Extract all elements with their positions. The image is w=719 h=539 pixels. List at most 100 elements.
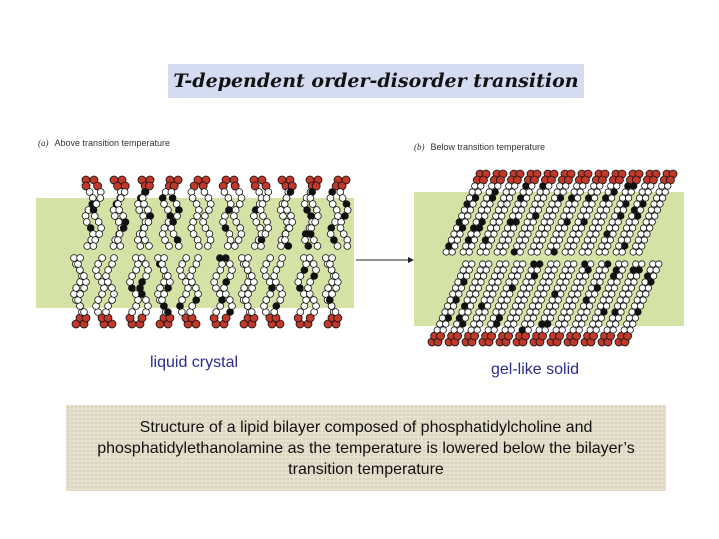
atom-mark (485, 242, 493, 250)
atom-mark (634, 308, 642, 316)
atom-mark (521, 236, 530, 244)
atom-mark (598, 260, 606, 268)
atom-mark (341, 175, 351, 185)
atom-mark (244, 254, 252, 262)
atom-mark (533, 266, 541, 274)
atom-mark (489, 218, 497, 226)
atom-mark (549, 236, 557, 244)
atom-mark (519, 260, 527, 268)
atom-mark (497, 296, 505, 304)
atom-mark (491, 272, 499, 280)
atom-mark (164, 308, 172, 316)
atom-mark (640, 224, 648, 232)
atom-mark (499, 248, 507, 256)
atom-mark (94, 260, 102, 268)
atom-mark (625, 194, 633, 202)
atom-mark (497, 272, 505, 280)
panel-b-label: (b)Below transition temperature (414, 142, 545, 152)
atom-mark (587, 260, 595, 268)
atom-mark (526, 308, 534, 316)
atom-mark (252, 218, 261, 226)
atom-mark (527, 320, 535, 328)
atom-mark (549, 308, 557, 316)
atom-mark (262, 260, 271, 268)
atom-mark (610, 272, 618, 280)
atom-mark (500, 194, 508, 202)
atom-mark (516, 266, 524, 274)
atom-mark (545, 278, 553, 286)
atom-mark (466, 290, 474, 298)
atom-mark (240, 284, 248, 292)
atom-mark (284, 242, 293, 250)
atom-mark (550, 266, 558, 274)
atom-mark (595, 266, 603, 274)
atom-mark (332, 206, 341, 214)
atom-mark (570, 188, 578, 196)
atom-mark (487, 320, 495, 328)
atom-mark (655, 188, 663, 196)
bilayer-ordered (427, 169, 678, 347)
atom-mark (225, 206, 233, 214)
atom-mark (593, 272, 601, 280)
atom-mark (483, 290, 491, 298)
atom-mark (164, 272, 172, 280)
atom-mark (529, 314, 538, 322)
atom-mark (646, 266, 654, 274)
atom-mark (188, 302, 197, 310)
atom-mark (574, 194, 582, 202)
atom-mark (504, 236, 513, 244)
atom-mark (447, 308, 455, 316)
atom-mark (234, 236, 243, 244)
atom-mark (561, 224, 569, 232)
atom-mark (247, 272, 256, 280)
atom-mark (161, 236, 169, 244)
atom-mark (142, 296, 150, 304)
atom-mark (438, 314, 446, 322)
atom-mark (597, 218, 605, 226)
atom-mark (481, 236, 490, 244)
atom-mark (457, 284, 466, 292)
atom-mark (471, 182, 479, 190)
atom-mark (439, 326, 447, 334)
atom-mark (104, 302, 112, 310)
atom-mark (191, 319, 201, 329)
atom-mark (485, 260, 493, 268)
atom-mark (542, 188, 550, 196)
atom-mark (104, 266, 112, 274)
atom-mark (485, 188, 493, 196)
atom-mark (533, 248, 541, 256)
atom-mark (456, 230, 464, 238)
atom-mark (608, 194, 616, 202)
atom-mark (580, 302, 588, 310)
atom-mark (519, 242, 527, 250)
atom-mark (313, 242, 322, 250)
atom-mark (473, 230, 481, 238)
atom-mark (501, 302, 509, 310)
atom-mark (173, 212, 181, 220)
atom-mark (619, 290, 627, 298)
atom-mark (321, 254, 330, 262)
atom-mark (495, 218, 503, 226)
atom-mark (630, 182, 638, 190)
atom-mark (504, 320, 512, 328)
atom-mark (578, 320, 586, 328)
atom-mark (553, 260, 561, 268)
atom-mark (574, 314, 582, 322)
atom-mark (583, 212, 591, 220)
atom-mark (538, 320, 546, 328)
atom-mark (303, 206, 311, 214)
atom-mark (599, 296, 607, 304)
atom-mark (141, 188, 150, 196)
atom-mark (195, 242, 203, 250)
atom-mark (589, 236, 597, 244)
caption-text: Structure of a lipid bilayer composed of… (97, 418, 635, 478)
atom-mark (553, 242, 561, 250)
atom-mark (641, 182, 649, 190)
atom-mark (544, 224, 552, 232)
atom-mark (583, 308, 591, 316)
atom-mark (470, 236, 479, 244)
atom-mark (622, 200, 630, 208)
atom-mark (135, 206, 143, 214)
atom-mark (512, 302, 520, 310)
atom-mark (544, 320, 552, 328)
